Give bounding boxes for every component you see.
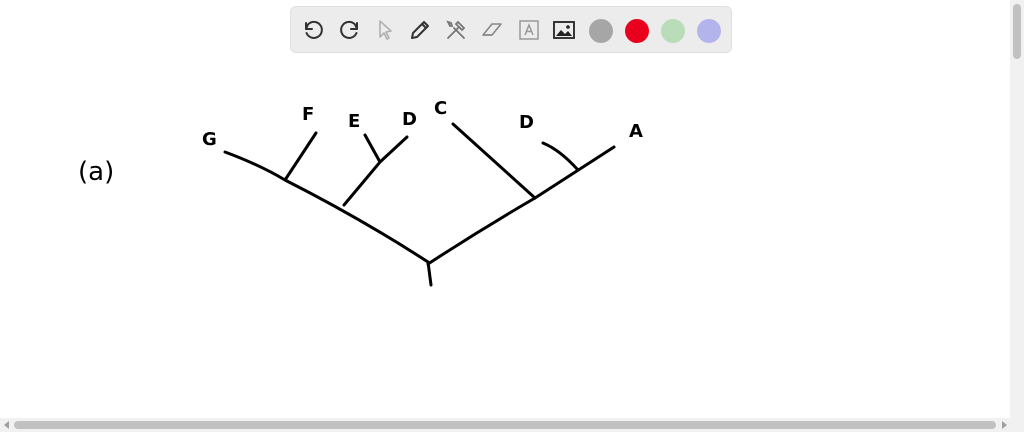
tree-branch-d-right (541, 141, 580, 172)
vertical-scrollbar[interactable] (1010, 0, 1024, 418)
color-swatch-gray[interactable] (589, 19, 613, 43)
redo-icon[interactable] (336, 17, 362, 43)
pen-icon[interactable] (407, 17, 433, 43)
leaf-label-f: F (302, 104, 314, 125)
tree-branch-f (283, 131, 318, 182)
handwritten-tree-diagram: (a) G F E D C D A (78, 98, 643, 287)
leaf-label-d: D (402, 109, 417, 130)
tools-icon[interactable] (443, 17, 469, 43)
drawing-canvas[interactable]: (a) G F E D C D A (0, 0, 1010, 418)
scroll-right-arrow-icon[interactable] (1002, 421, 1007, 429)
tree-branch-c (451, 122, 537, 200)
pointer-icon[interactable] (372, 17, 398, 43)
leaf-label-a: A (629, 121, 643, 142)
tree-branch-e (363, 133, 382, 164)
color-swatch-lavender[interactable] (697, 19, 721, 43)
image-icon[interactable] (551, 17, 577, 43)
part-label: (a) (78, 157, 114, 187)
color-swatch-red[interactable] (625, 19, 649, 43)
horizontal-scrollbar[interactable] (0, 418, 1024, 432)
undo-icon[interactable] (301, 17, 327, 43)
color-swatch-green[interactable] (661, 19, 685, 43)
leaf-label-e: E (348, 111, 360, 132)
leaf-label-g: G (202, 129, 217, 150)
tree-branch-ed (342, 135, 409, 207)
tree-root (426, 260, 433, 287)
horizontal-scrollbar-thumb[interactable] (14, 421, 996, 429)
vertical-scrollbar-thumb[interactable] (1013, 4, 1021, 59)
text-box-icon[interactable] (516, 17, 542, 43)
drawing-toolbar (290, 6, 732, 53)
eraser-icon[interactable] (479, 17, 505, 43)
tree-branch-right (426, 145, 616, 266)
leaf-label-c: C (434, 98, 447, 119)
tree-branch-left (223, 150, 430, 264)
leaf-label-d-right: D (519, 112, 534, 133)
scroll-left-arrow-icon[interactable] (4, 421, 9, 429)
